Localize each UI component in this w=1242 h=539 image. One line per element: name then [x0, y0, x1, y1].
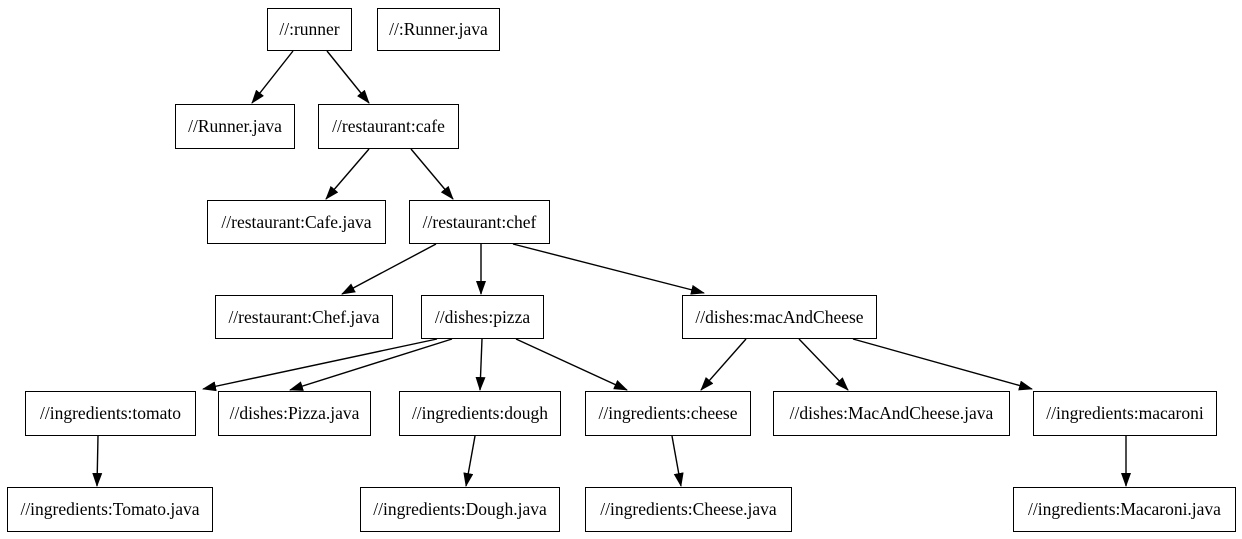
- graph-node-label: //restaurant:Chef.java: [228, 306, 380, 327]
- graph-node-runner-java-iso: //:Runner.java: [377, 8, 500, 51]
- graph-node-cheese-java: //ingredients:Cheese.java: [585, 487, 792, 532]
- graph-edge-mac-and-cheese-to-macaroni: [852, 338, 1033, 391]
- graph-node-label: //restaurant:Cafe.java: [221, 211, 372, 232]
- graph-node-label: //ingredients:Macaroni.java: [1028, 499, 1221, 520]
- graph-node-pizza-java: //dishes:Pizza.java: [218, 391, 371, 436]
- graph-edge-dough-to-dough-java: [463, 435, 476, 487]
- graph-node-cheese: //ingredients:cheese: [585, 391, 751, 436]
- graph-node-macaroni: //ingredients:macaroni: [1033, 391, 1217, 436]
- graph-edge-pizza-to-cheese: [515, 338, 628, 391]
- graph-edge-runner-to-runner-java: [251, 50, 294, 104]
- graph-edge-mac-and-cheese-to-mac-and-cheese-java: [798, 338, 849, 391]
- graph-node-label: //dishes:Pizza.java: [229, 403, 360, 424]
- graph-edge-pizza-to-tomato: [202, 338, 438, 392]
- graph-edge-mac-and-cheese-to-cheese: [700, 338, 747, 391]
- graph-node-chef-java: //restaurant:Chef.java: [215, 295, 393, 339]
- graph-node-label: //ingredients:dough: [411, 403, 549, 424]
- graph-node-tomato: //ingredients:tomato: [25, 391, 196, 436]
- graph-node-dough: //ingredients:dough: [399, 391, 561, 436]
- graph-edge-runner-to-cafe: [326, 50, 370, 104]
- graph-node-runner: //:runner: [267, 8, 352, 51]
- graph-node-label: //dishes:macAndCheese: [695, 306, 864, 327]
- graph-edge-cafe-to-chef: [410, 148, 454, 200]
- graph-node-macaroni-java: //ingredients:Macaroni.java: [1013, 487, 1236, 532]
- graph-node-label: //dishes:pizza: [434, 306, 531, 327]
- graph-node-dough-java: //ingredients:Dough.java: [360, 487, 560, 532]
- graph-edge-tomato-to-tomato-java: [92, 435, 103, 487]
- graph-node-label: //Runner.java: [188, 116, 282, 137]
- graph-node-cafe-java: //restaurant:Cafe.java: [207, 200, 386, 244]
- graph-node-mac-and-cheese-java: //dishes:MacAndCheese.java: [773, 391, 1010, 436]
- graph-node-mac-and-cheese: //dishes:macAndCheese: [682, 295, 877, 339]
- graph-edge-pizza-to-dough: [475, 338, 486, 391]
- graph-edge-pizza-to-pizza-java: [289, 338, 453, 391]
- graph-node-label: //:runner: [279, 19, 340, 40]
- graph-node-runner-java: //Runner.java: [175, 104, 295, 149]
- graph-node-pizza: //dishes:pizza: [421, 295, 544, 339]
- graph-node-label: //ingredients:cheese: [598, 403, 738, 424]
- graph-node-label: //restaurant:cafe: [332, 116, 445, 137]
- graph-edge-cafe-to-cafe-java: [325, 148, 370, 200]
- graph-node-chef: //restaurant:chef: [409, 200, 550, 244]
- graph-node-label: //ingredients:tomato: [40, 403, 181, 424]
- graph-node-label: //restaurant:chef: [422, 211, 537, 232]
- graph-node-label: //ingredients:Tomato.java: [20, 499, 200, 520]
- graph-node-label: //ingredients:Cheese.java: [600, 499, 777, 520]
- graph-node-label: //:Runner.java: [389, 19, 488, 40]
- graph-edge-cheese-to-cheese-java: [671, 435, 684, 487]
- graph-node-cafe: //restaurant:cafe: [318, 104, 459, 149]
- graph-edge-chef-to-chef-java: [341, 243, 437, 295]
- graph-node-label: //ingredients:macaroni: [1046, 403, 1204, 424]
- graph-node-tomato-java: //ingredients:Tomato.java: [7, 487, 213, 532]
- graph-node-label: //dishes:MacAndCheese.java: [789, 403, 994, 424]
- graph-edge-chef-to-mac-and-cheese: [512, 243, 705, 295]
- graph-node-label: //ingredients:Dough.java: [373, 499, 547, 520]
